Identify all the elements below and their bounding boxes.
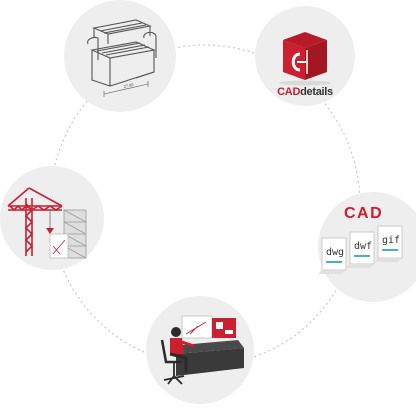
logo-wordmark: CADdetails	[255, 86, 355, 98]
format-label-dwg: dwg	[326, 247, 345, 258]
bench-dimension-label: 27.95	[123, 82, 135, 89]
bench-drawing-node: 27.95	[64, 0, 176, 112]
logo-brand-details: details	[300, 86, 333, 98]
format-label-dwf: dwf	[354, 241, 373, 252]
cad-formats-heading: CAD	[344, 205, 384, 222]
cad-file-formats-icon	[318, 225, 403, 274]
logo-brand-cad: CAD	[277, 86, 301, 98]
cad-details-logo-icon	[279, 32, 331, 86]
cad-file-formats-node: CAD dwg dwf gif	[318, 192, 416, 302]
crane-construction-node	[0, 166, 104, 270]
bench-drawing-icon: 27.95	[87, 19, 157, 97]
cad-details-logo-node: CADdetails	[255, 6, 355, 106]
crane-construction-icon	[7, 187, 87, 259]
format-label-gif: gif	[382, 235, 401, 246]
designer-workstation-icon	[160, 315, 244, 385]
designer-workstation-node	[146, 296, 254, 404]
